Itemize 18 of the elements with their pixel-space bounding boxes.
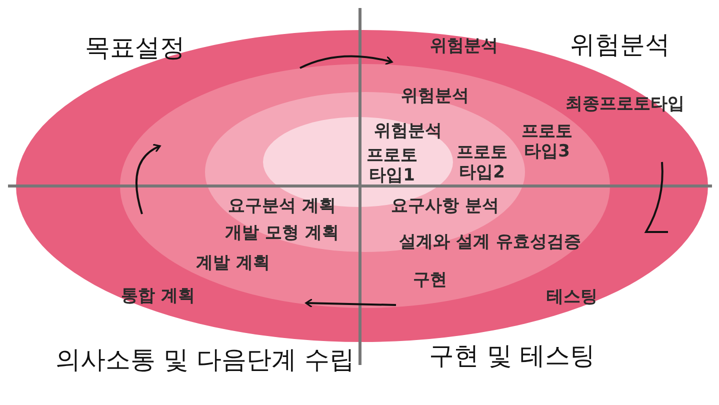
spiral-label: 위험분석 (401, 86, 469, 106)
spiral-label: 계발 계획 (196, 252, 270, 274)
handwritten-text: 구현 및 테스팅 (429, 341, 595, 371)
spiral-label: 요구분석 계획 (228, 196, 336, 216)
spiral-label: 테스팅 (546, 286, 598, 308)
handwritten-text: 위험분석 (570, 30, 670, 60)
handwritten-text: 의사소통 및 다음단계 수립 (56, 345, 354, 375)
spiral-label: 위험분석 (374, 120, 442, 142)
spiral-label: 통합 계획 (121, 286, 195, 306)
spiral-label: 프로토타입3 (520, 122, 574, 162)
spiral-label: 구현 (413, 270, 447, 290)
spiral-label: 요구사항 분석 (391, 196, 499, 216)
spiral-label: 프로토타입1 (366, 146, 418, 186)
spiral-label: 개발 모형 계획 (225, 222, 339, 244)
spiral-label: 위험분석 (430, 36, 498, 56)
spiral-label: 프로토타입2 (456, 142, 508, 184)
spiral-label: 설계와 설계 유효성검증 (399, 232, 581, 252)
handwritten-text: 목표설정 (85, 33, 185, 63)
